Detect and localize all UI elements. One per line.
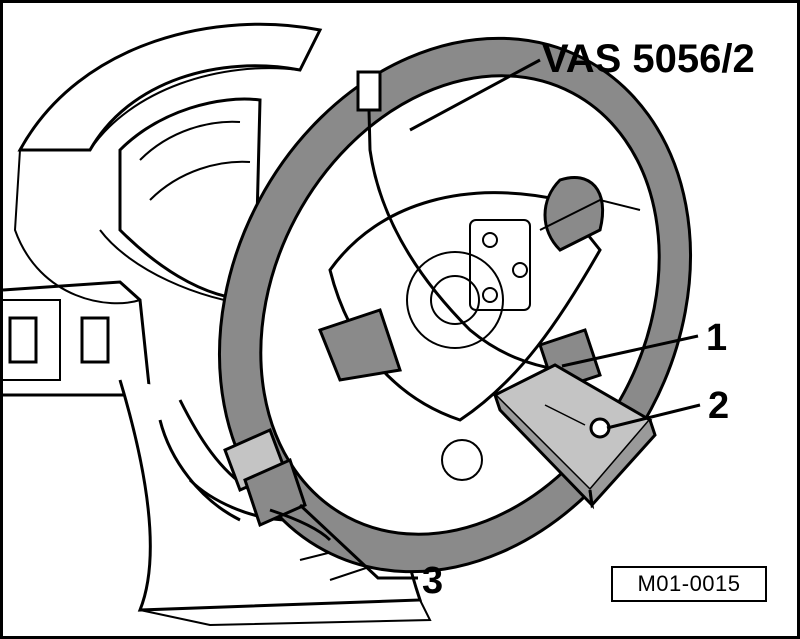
- callout-2: 2: [708, 385, 729, 427]
- vas-adapter-box: [492, 363, 657, 510]
- callout-1: 1: [706, 317, 727, 359]
- leader-line-2: [606, 403, 701, 430]
- tool-cable: [356, 70, 561, 372]
- harness-plug: [223, 427, 332, 542]
- tool-label: VAS 5056/2: [542, 37, 755, 81]
- callout-3: 3: [422, 560, 443, 602]
- leader-line-tool: [409, 58, 541, 132]
- instrument-cluster: [13, 22, 323, 306]
- leader-line-1: [561, 334, 699, 368]
- leader-lines: [298, 58, 701, 580]
- dashboard-panel: [2, 280, 152, 397]
- reference-code: M01-0015: [611, 566, 767, 602]
- steering-wheel-hub: [318, 175, 641, 481]
- leader-line-3: [298, 503, 418, 580]
